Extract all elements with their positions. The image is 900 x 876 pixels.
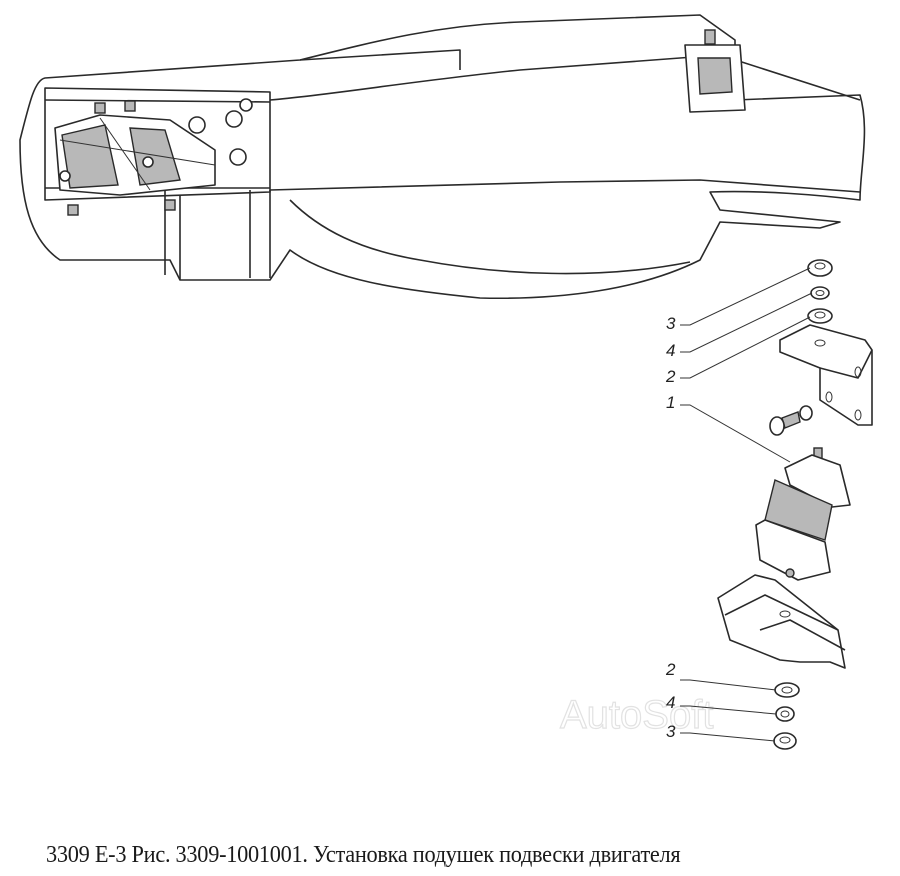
- lower-washer: [774, 682, 800, 698]
- callout-upper-1: 1: [666, 393, 675, 412]
- upper-washer: [807, 308, 833, 324]
- frame-assembly: [19, 14, 866, 300]
- upper-nut: [807, 259, 833, 277]
- lower-nut: [773, 732, 797, 750]
- bolt: [769, 405, 813, 436]
- callout-lower-3: 3: [666, 722, 676, 741]
- callout-lower-4: 4: [666, 693, 675, 712]
- callouts: 3 4 2 1 2 4 3: [665, 267, 813, 742]
- mounting-bracket: [779, 324, 873, 426]
- lower-lock-washer: [775, 706, 795, 722]
- watermark: AutoSoft: [560, 693, 713, 737]
- callout-upper-3: 3: [666, 314, 676, 333]
- frame-support-block: [717, 574, 846, 669]
- callout-lower-2: 2: [665, 660, 676, 679]
- callout-upper-2: 2: [665, 367, 676, 386]
- engine-mount-cushion: [755, 447, 851, 581]
- figure-caption: 3309 Е-3 Рис. 3309-1001001. Установка по…: [46, 842, 681, 868]
- upper-lock-washer: [810, 286, 830, 300]
- callout-upper-4: 4: [666, 341, 675, 360]
